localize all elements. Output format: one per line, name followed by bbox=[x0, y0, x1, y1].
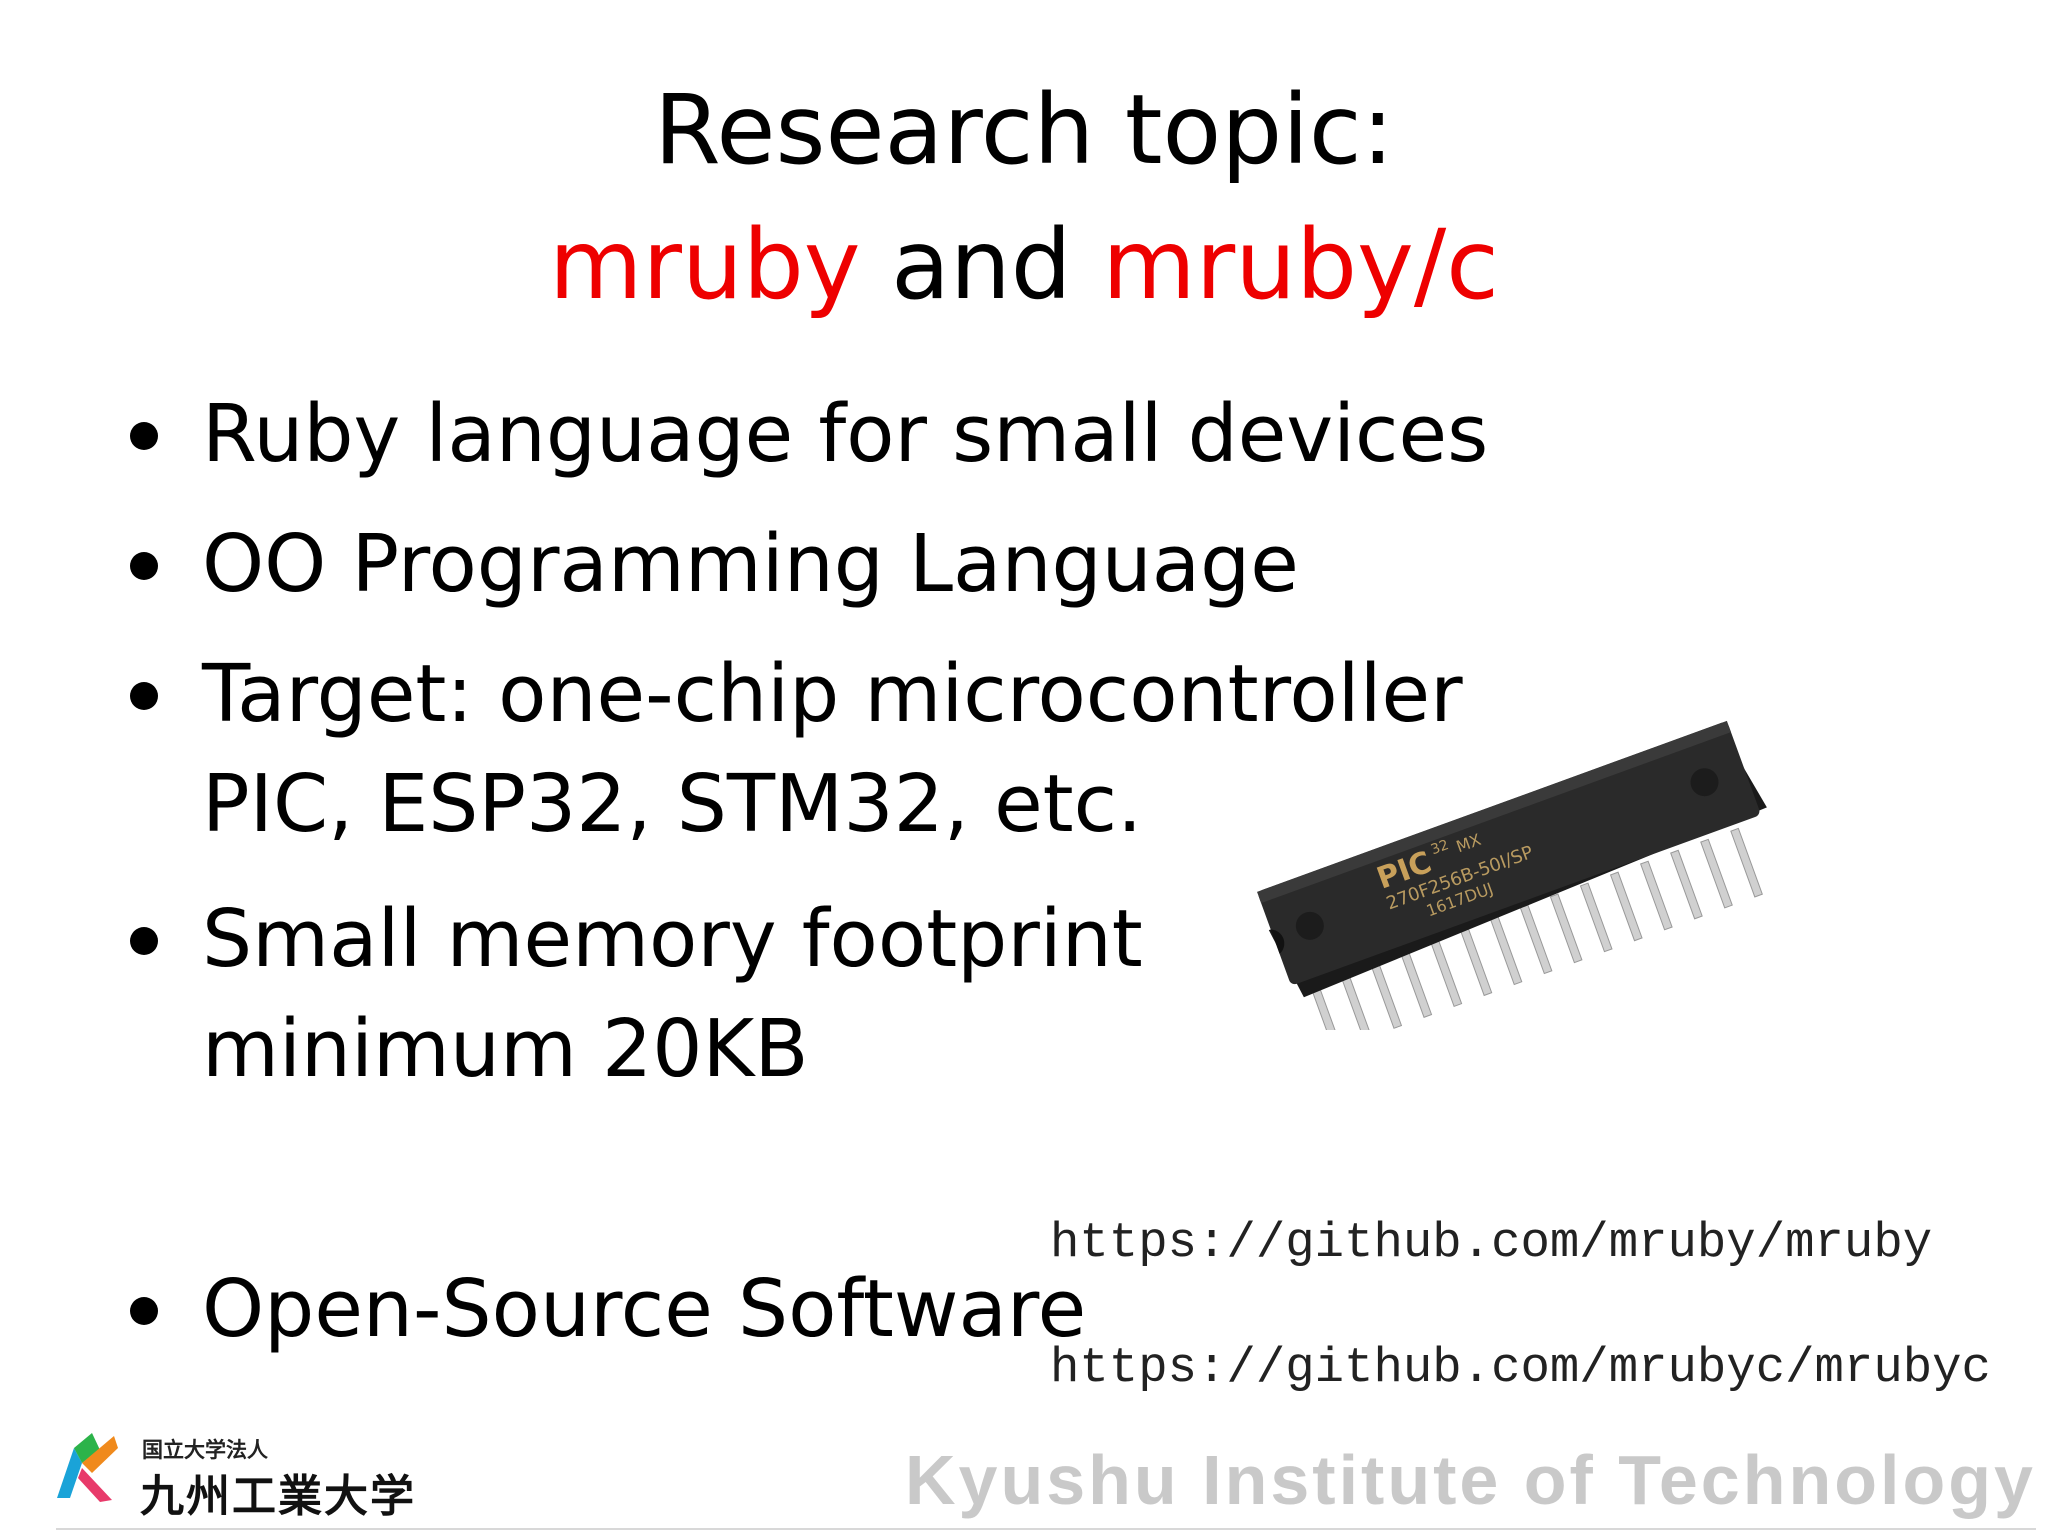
bullet-text: OO Programming Language bbox=[202, 518, 1299, 610]
bullet-text: Open-Source Software bbox=[202, 1263, 1087, 1355]
university-name-en: Kyushu Institute of Technology bbox=[905, 1441, 2036, 1519]
footer-divider bbox=[56, 1528, 2036, 1530]
bullet-dot bbox=[130, 422, 158, 450]
bullet-dot bbox=[130, 682, 158, 710]
bullet-text: Small memory footprint bbox=[202, 893, 1143, 985]
title-mrubyc: mruby/c bbox=[1102, 209, 1499, 321]
bullet-dot bbox=[130, 552, 158, 580]
title-and: and bbox=[860, 209, 1103, 321]
bullet-dot bbox=[130, 927, 158, 955]
title-mruby: mruby bbox=[549, 209, 861, 321]
bullet-dot bbox=[130, 1297, 158, 1325]
bullet-subtext-label: PIC, ESP32, STM32, etc. bbox=[202, 758, 1143, 850]
chip-superscript: 32 bbox=[1429, 837, 1451, 858]
microcontroller-chip-image: PIC 32 MX 270F256B-50I/SP 1617DUJ bbox=[1257, 720, 1767, 1030]
university-name-jp: 九州工業大学 bbox=[140, 1471, 416, 1522]
bullet-text: Ruby language for small devices bbox=[202, 388, 1489, 480]
slide-title: Research topic: bbox=[654, 74, 1394, 186]
mrubyc-repo-link[interactable]: https://github.com/mrubyc/mrubyc bbox=[1050, 1340, 1991, 1396]
mruby-repo-link[interactable]: https://github.com/mruby/mruby bbox=[1050, 1215, 1933, 1271]
bullet-subtext-label: minimum 20KB bbox=[202, 1003, 809, 1095]
slide-subtitle: mruby and mruby/c bbox=[0, 205, 2048, 325]
university-type-label: 国立大学法人 bbox=[142, 1438, 268, 1462]
university-logo-icon bbox=[57, 1433, 118, 1502]
bullet-text: Target: one-chip microcontroller bbox=[202, 648, 1463, 740]
